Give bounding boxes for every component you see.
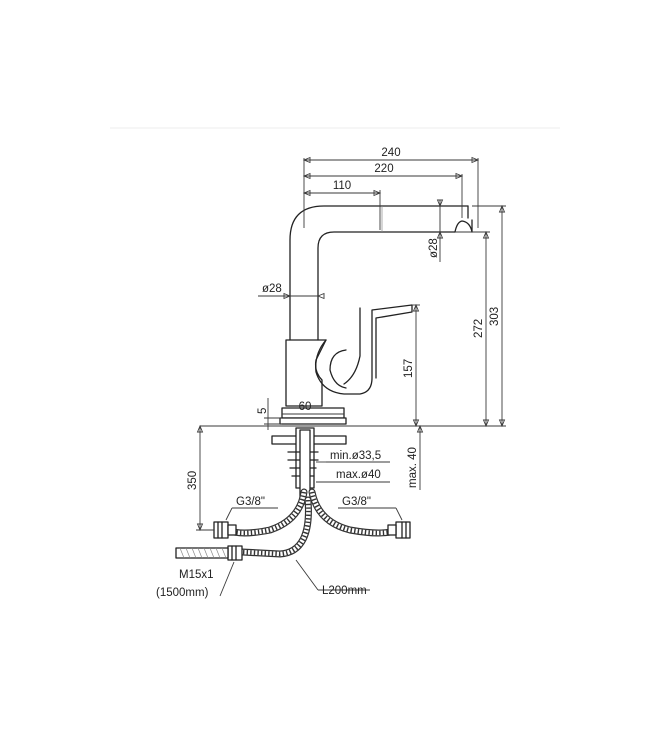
dim-spout-dia: ø28	[428, 238, 440, 258]
dim-272: 272	[473, 319, 485, 338]
dim-hole-min: min.ø33,5	[330, 450, 381, 462]
dim-deck-max: max. 40	[407, 447, 419, 488]
callout-hose-length: L200mm	[322, 585, 367, 597]
right-g38-connector	[387, 521, 411, 539]
dim-110: 110	[333, 180, 351, 192]
dim-hole-max: max.ø40	[336, 469, 381, 481]
dim-5: 5	[257, 408, 269, 414]
dim-220: 220	[374, 163, 393, 175]
callout-right-connector: G3/8"	[342, 496, 371, 508]
dim-303: 303	[489, 307, 501, 326]
callout-left-connector: G3/8"	[236, 496, 265, 508]
callout-supply-thread: M15x1	[179, 569, 214, 581]
dim-350: 350	[187, 471, 199, 490]
faucet-body	[200, 205, 473, 505]
m15-supply-connector	[175, 545, 243, 561]
left-g38-connector	[213, 521, 237, 539]
dim-60: 60	[299, 401, 312, 413]
callout-supply-length: (1500mm)	[156, 587, 209, 599]
dim-240: 240	[381, 147, 400, 159]
dim-157: 157	[403, 359, 415, 378]
flexible-hoses	[224, 488, 400, 558]
dim-body-dia: ø28	[262, 283, 282, 295]
